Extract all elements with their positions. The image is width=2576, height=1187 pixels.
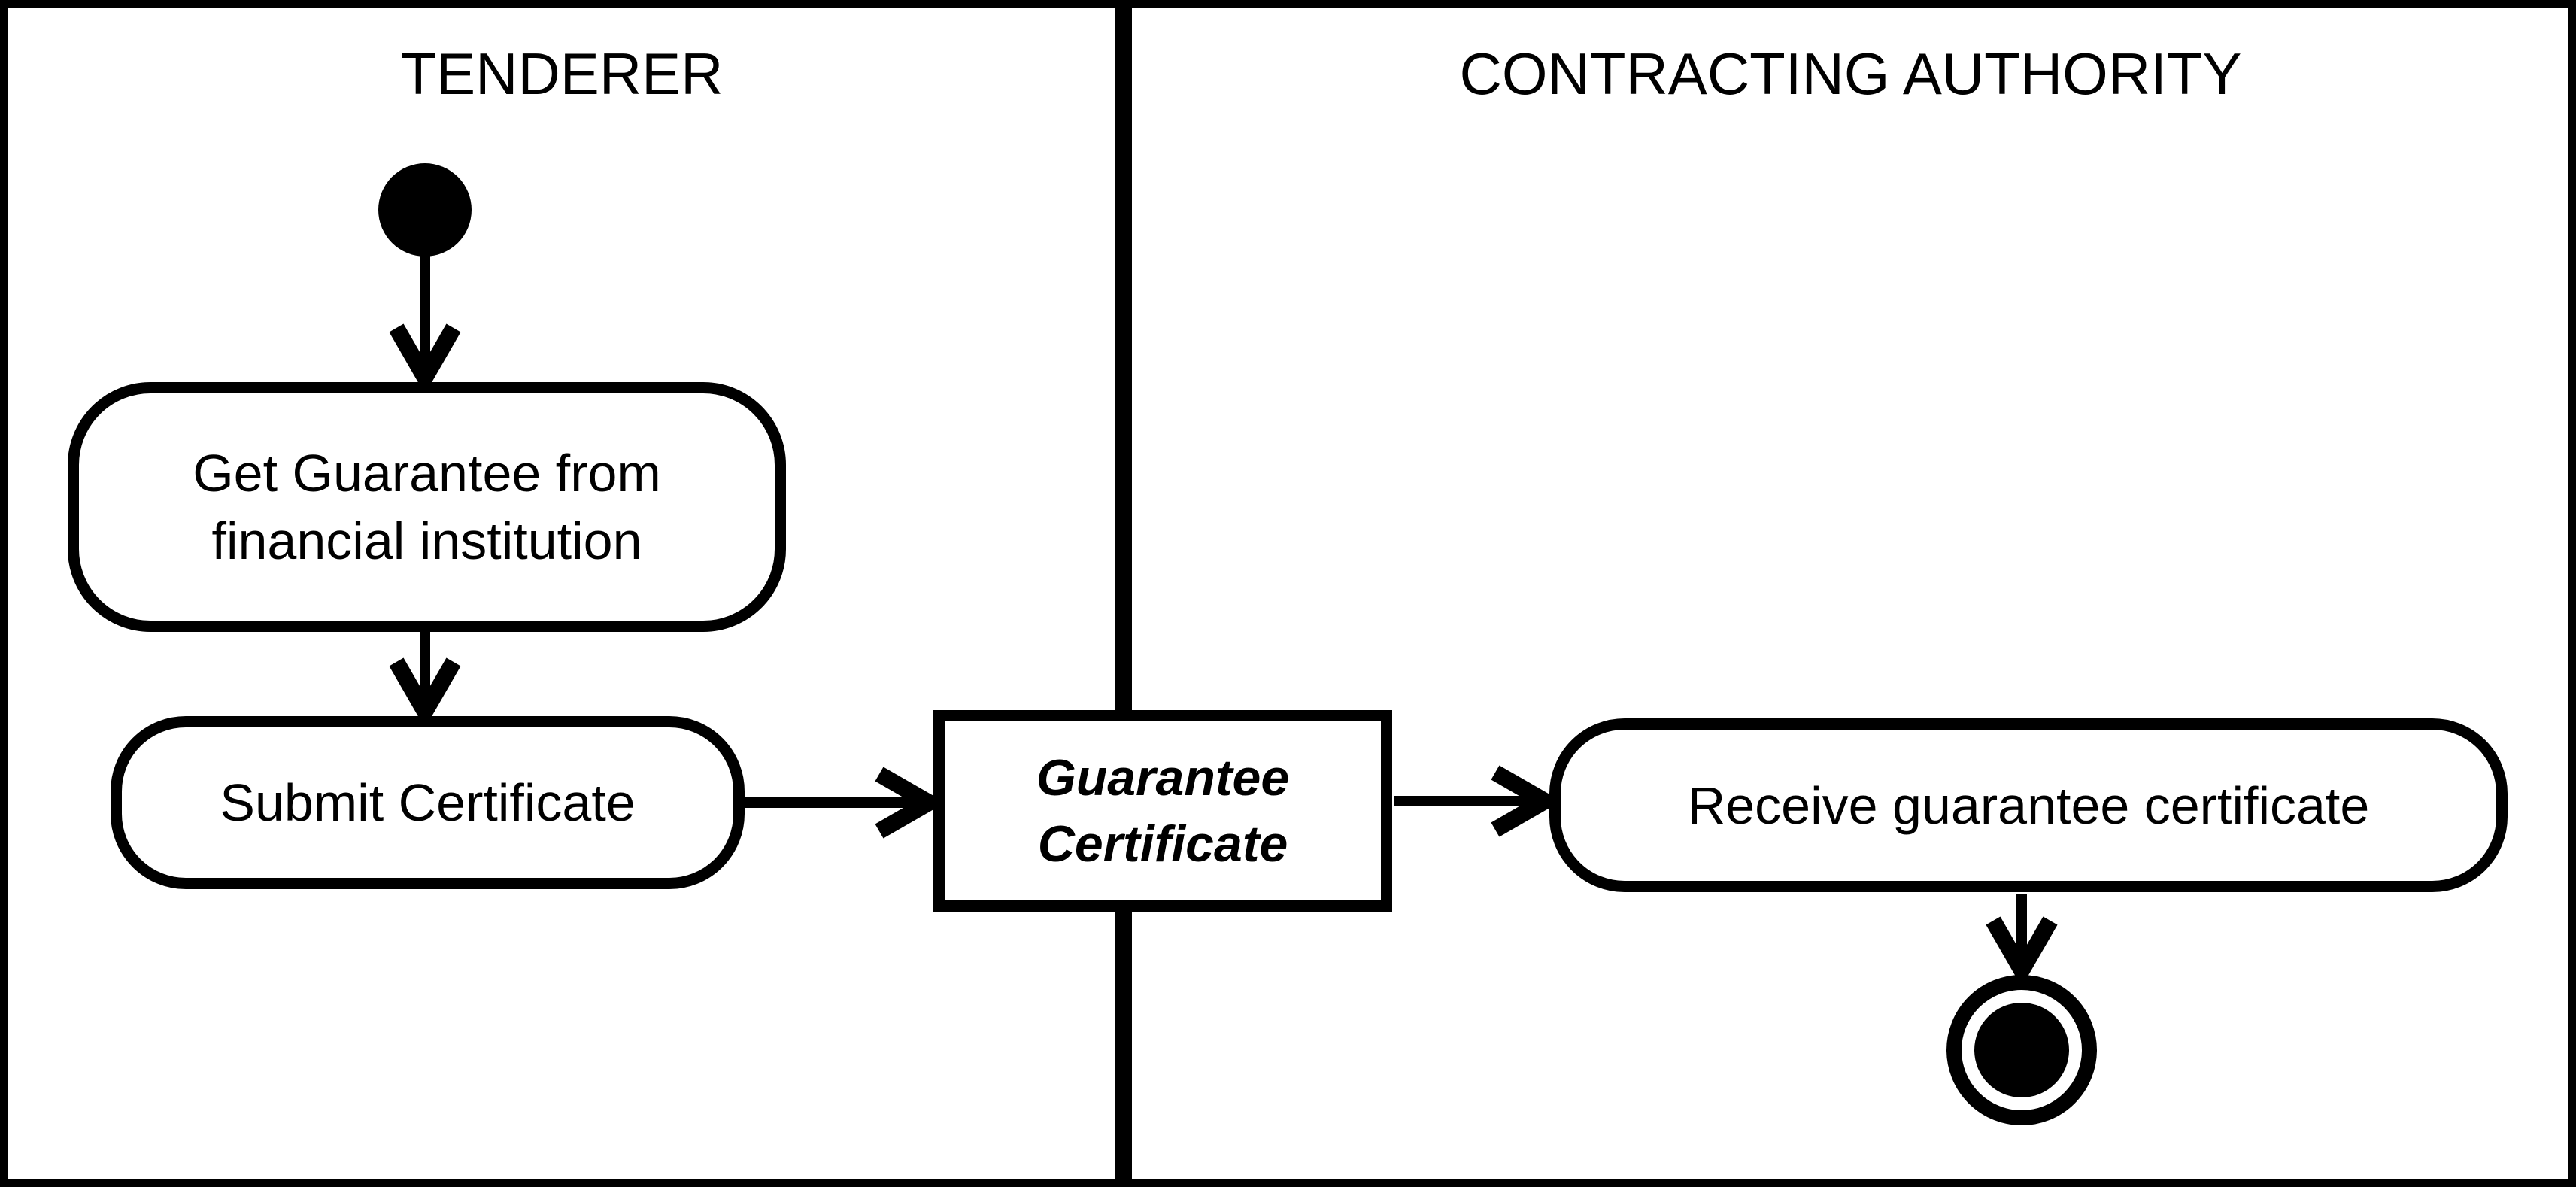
final-node-core	[1974, 1003, 2069, 1097]
edge-receive-certificate-to-final	[1986, 894, 2058, 988]
object-node-guarantee-certificate-label: Guarantee Certificate	[1036, 749, 1290, 873]
edge-initial-to-get-guarantee	[389, 255, 461, 395]
activity-submit-certificate-label: Submit Certificate	[220, 773, 636, 832]
activity-get-guarantee: Get Guarantee from financial institution	[68, 382, 786, 632]
lane-title-tenderer: TENDERER	[400, 41, 724, 107]
lane-title-contracting-authority: CONTRACTING AUTHORITY	[1459, 41, 2242, 107]
initial-node	[378, 163, 472, 257]
activity-submit-certificate: Submit Certificate	[111, 716, 745, 889]
edge-submit-certificate-to-guarantee-certificate	[745, 767, 946, 839]
activity-receive-certificate-label: Receive guarantee certificate	[1687, 776, 2370, 835]
activity-receive-certificate: Receive guarantee certificate	[1549, 718, 2508, 892]
activity-get-guarantee-label: Get Guarantee from financial institution	[193, 444, 661, 570]
edge-get-guarantee-to-submit-certificate	[389, 630, 461, 729]
edge-guarantee-certificate-to-receive-certificate	[1394, 765, 1562, 837]
object-node-guarantee-certificate: Guarantee Certificate	[933, 710, 1392, 912]
final-node	[1946, 975, 2097, 1125]
